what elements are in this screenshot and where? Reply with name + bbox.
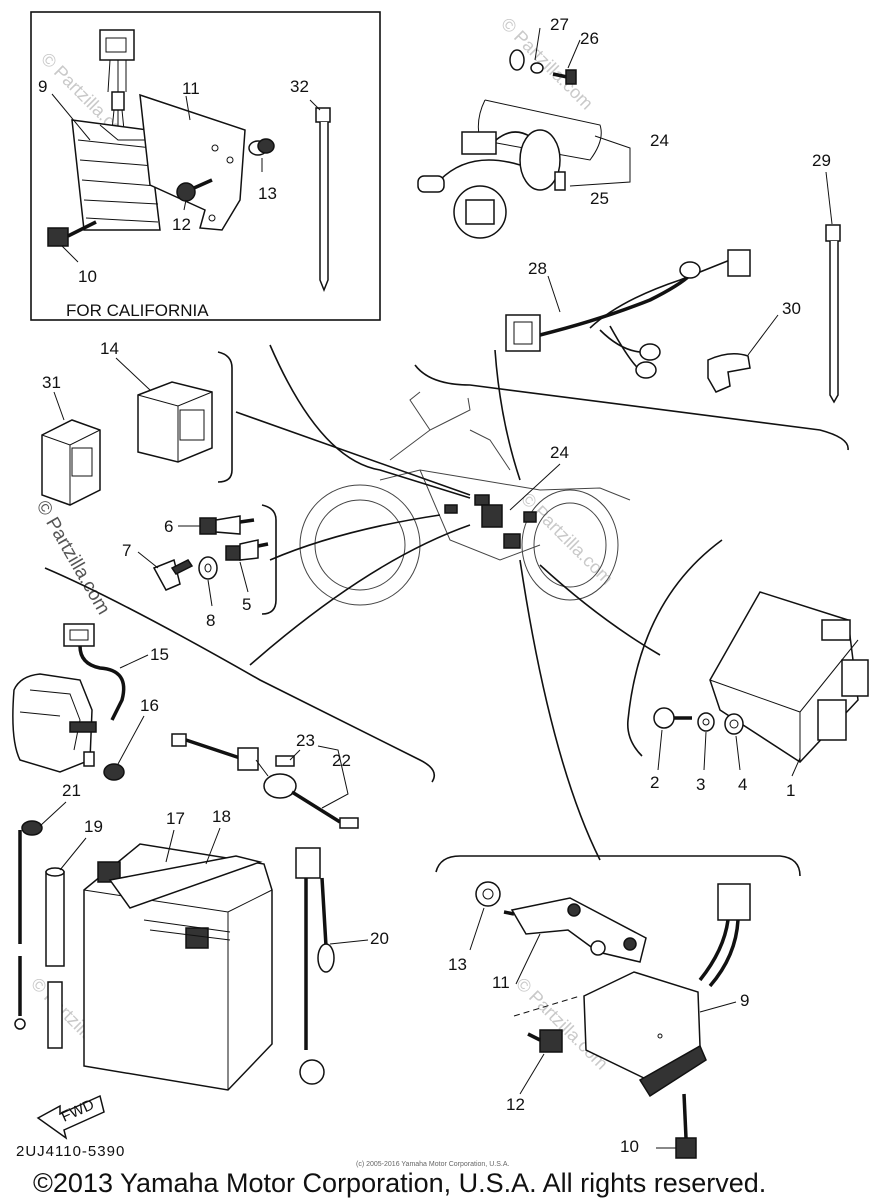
sub-harness-28 (505, 249, 751, 379)
callout-16: 16 (140, 696, 159, 715)
callout-22: 22 (332, 751, 351, 770)
callout-21: 21 (62, 781, 81, 800)
callout-29: 29 (812, 151, 831, 170)
callout-11-bottom: 11 (492, 973, 510, 992)
nut-inset-13 (248, 138, 275, 156)
callout-26: 26 (580, 29, 599, 48)
cable-tie-inset (315, 107, 331, 293)
callout-31: 31 (42, 373, 61, 392)
bolt-inset-12 (176, 178, 213, 202)
bracket-11 (503, 897, 647, 963)
starter-lead-20 (295, 847, 335, 1085)
callout-3: 3 (696, 775, 705, 794)
bolt-inset-10 (47, 220, 97, 247)
bolt-10 (675, 1093, 697, 1159)
callout-23: 23 (296, 731, 315, 750)
callout-30: 30 (782, 299, 801, 318)
washer-8 (198, 556, 218, 580)
callout-14: 14 (100, 339, 119, 358)
clip-27 (509, 49, 525, 71)
cdi-group: 2 3 4 1 (626, 539, 869, 800)
callout-9-bottom: 9 (740, 991, 749, 1010)
fwd-arrow: FWD (36, 1094, 105, 1140)
breather-pipe-19 (45, 867, 65, 1049)
motorcycle-outline (299, 391, 631, 606)
callout-18: 18 (212, 807, 231, 826)
nut-13 (475, 881, 501, 907)
callout-32: 32 (290, 77, 309, 96)
regulator-connector (99, 29, 135, 131)
small-copyright: (c) 2005-2016 Yamaha Motor Corporation, … (356, 1161, 509, 1168)
callout-25: 25 (590, 189, 609, 208)
diagram-code: 2UJ4110-5390 (16, 1143, 125, 1160)
switch-6 (199, 515, 255, 535)
callout-13: 13 (258, 184, 277, 203)
callout-11: 11 (182, 79, 200, 98)
bracket-inset (139, 93, 246, 231)
washer-3 (697, 712, 715, 732)
callout-1: 1 (786, 781, 795, 800)
relay-31 (41, 419, 101, 506)
relay-harness-24 (417, 99, 602, 239)
callout-9: 9 (38, 77, 47, 96)
watermark-main: © Partzilla.com (32, 497, 114, 618)
battery-17 (83, 843, 273, 1091)
callout-4: 4 (738, 775, 747, 794)
cable-tie-29 (825, 224, 841, 404)
washer-26-a (530, 62, 544, 74)
regulator-group: 13 11 9 12 10 (435, 855, 801, 1159)
callout-24: 24 (650, 131, 669, 150)
rectifier-regulator-inset (71, 119, 161, 231)
fuse-holder-22 (171, 733, 359, 829)
callout-13-bottom: 13 (448, 955, 467, 974)
sensor-group: 6 5 7 8 (122, 504, 277, 630)
callout-12: 12 (172, 215, 191, 234)
relay-14 (137, 381, 213, 463)
callout-5: 5 (242, 595, 251, 614)
callout-15: 15 (150, 645, 169, 664)
starter-relay-15 (12, 623, 126, 773)
relay-group: 31 14 (41, 339, 233, 506)
inset-frame (30, 11, 381, 321)
bracket-7 (152, 558, 194, 591)
bolt-12 (527, 1029, 563, 1053)
callout-8: 8 (206, 611, 215, 630)
callout-20: 20 (370, 929, 389, 948)
switch-5 (225, 539, 269, 561)
regulator-9 (583, 883, 751, 1098)
cdi-unit-1 (709, 591, 869, 763)
callout-6: 6 (164, 517, 173, 536)
california-inset: FOR CALIFORNIA (30, 11, 381, 321)
nut-16 (103, 763, 125, 781)
callout-28: 28 (528, 259, 547, 278)
washer-4 (724, 713, 744, 735)
callout-7: 7 (122, 541, 131, 560)
bolt-2 (653, 707, 692, 729)
callout-10: 10 (78, 267, 97, 286)
clamp-30 (707, 353, 751, 393)
callout-19: 19 (84, 817, 103, 836)
fuse-23 (275, 755, 295, 767)
callout-27: 27 (550, 15, 569, 34)
callout-10-bottom: 10 (620, 1137, 639, 1156)
inset-caption: FOR CALIFORNIA (66, 301, 209, 320)
copyright: ©2013 Yamaha Motor Corporation, U.S.A. A… (33, 1168, 766, 1198)
battery-band-18 (108, 855, 263, 909)
callout-17: 17 (166, 809, 185, 828)
callout-2: 2 (650, 773, 659, 792)
bulb-25 (554, 171, 566, 191)
callout-12-bottom: 12 (506, 1095, 525, 1114)
callout-24-bike: 24 (550, 443, 569, 462)
negative-lead-21 (14, 820, 43, 1030)
top-right-group: 27 26 24 25 (414, 15, 849, 451)
